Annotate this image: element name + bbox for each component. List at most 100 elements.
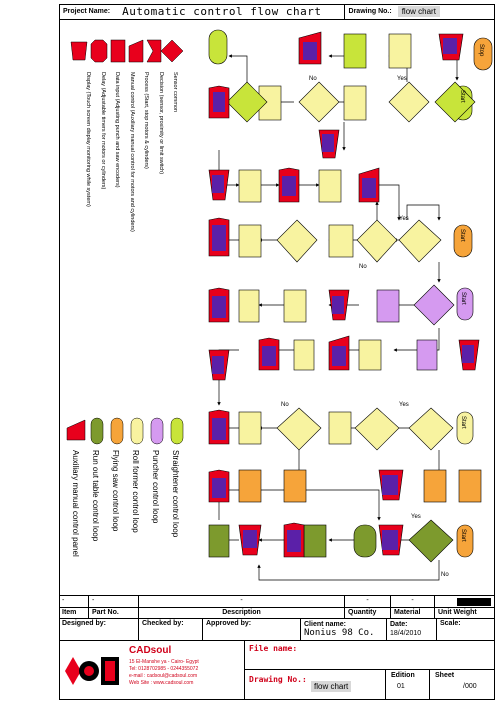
row1-cell-5: - [391,596,435,607]
title-block-row-1: - - - - - [59,595,495,607]
date-value: 18/4/2010 [390,630,422,637]
process-node[interactable] [388,33,412,69]
process-node[interactable] [458,469,482,503]
company-website: Web Site : www.cadsoul.com [129,680,194,686]
process-node[interactable] [283,469,307,503]
no-label: No [359,264,367,270]
loop-label-5: Auxiliary manual control panel [71,450,80,557]
start-label-4: Start [460,416,466,429]
legend-shapes [70,39,184,63]
loop-label-0: Straightener control loop [171,450,180,538]
loop-swatch-roll [130,417,144,445]
date-cell: Date: 18/4/2010 [387,619,437,640]
process-node[interactable] [423,469,447,503]
process-node[interactable] [318,169,342,203]
process-node[interactable] [238,224,262,258]
start-terminal-3[interactable] [456,287,474,321]
legend-label-4: Data input (Adjusting punch and saw enco… [114,72,120,188]
edition-value: 01 [397,683,405,690]
decision-node[interactable] [408,519,454,563]
node-text-blocks [212,38,474,552]
legend-loops [66,417,184,445]
file-name-label: File name: [249,644,298,653]
legend-process-rect [110,39,126,63]
title-block-row-3: Designed by: Checked by: Approved by: Cl… [59,618,495,640]
loop-swatch-runout [90,417,104,445]
company-cell: CADsoul 15 El-Manshe ya - Cairo- Egypt T… [59,641,245,700]
material-header: Material [391,608,435,618]
decision-node[interactable] [408,407,454,451]
process-node[interactable] [343,85,367,121]
decision-node[interactable] [356,219,398,263]
legend-label-3: Manual control (Auxiliary manual control… [129,72,135,232]
process-node[interactable] [283,289,307,323]
decision-node[interactable] [413,284,455,326]
yes-label: Yes [411,514,421,520]
loop-label-1: Puncher control loop [151,450,160,524]
legend-label-6: Display (Touch screen display monitoring… [85,72,91,207]
decision-node[interactable] [398,219,442,263]
decision-node[interactable] [354,407,400,451]
process-node[interactable] [208,524,230,558]
file-info-cell: File name: Drawing No.: flow chart Editi… [245,641,495,700]
loop-swatch-saw [110,417,124,445]
loop-label-2: Roll former control loop [131,450,140,533]
process-node[interactable] [328,411,352,445]
start-label-3: Start [460,292,466,305]
process-node[interactable] [353,524,377,558]
process-node[interactable] [376,289,400,323]
decision-node[interactable] [388,81,430,123]
decision-node[interactable] [434,81,476,123]
scale-label: Scale: [440,620,461,627]
part-header: Part No. [89,608,139,618]
legend-label-2: Process (Start, stop motors & cylinders) [143,72,149,169]
row1-cell-6 [435,596,495,607]
yes-label: Yes [397,76,407,82]
sheet-label: Sheet [435,672,455,679]
sheet-value: /000 [463,683,477,690]
start-label-5: Start [460,529,466,542]
start-terminal-4[interactable] [456,411,474,445]
decision-node[interactable] [226,81,268,123]
process-node[interactable] [343,33,367,69]
page-title: Automatic control flow chart [122,5,322,18]
process-node[interactable] [238,411,262,445]
company-address: 15 El-Manshe ya - Cairo- Egypt [129,659,199,665]
decision-node[interactable] [276,407,322,451]
loop-swatch-puncher [150,417,164,445]
terminal-node[interactable] [208,29,228,65]
start-label-2: Start [459,229,465,242]
row1-cell-1: - [59,596,89,607]
no-label: No [441,572,449,578]
decision-node[interactable] [298,81,340,123]
legend-manual-trapezoid [70,41,88,61]
row1-cell-2: - [89,596,139,607]
loop-swatch-manual [66,419,86,441]
process-node[interactable] [238,289,260,323]
process-node[interactable] [238,469,262,503]
quantity-header: Quantity [345,608,391,618]
process-node[interactable] [293,339,315,371]
legend-decision-diamond [160,39,184,63]
no-label: No [281,402,289,408]
row1-cell-3: - [139,596,345,607]
process-node[interactable] [238,169,262,203]
unit-weight-header: Unit Weight [438,609,477,616]
process-node[interactable] [328,224,354,258]
flowchart-svg: Sensor common Decision (sensor, proximit… [66,29,493,581]
decision-node[interactable] [276,219,318,263]
edition-label: Edition [391,672,415,679]
process-node[interactable] [303,524,327,558]
process-node[interactable] [358,339,382,371]
process-node[interactable] [416,339,438,371]
legend-delay-shape [146,39,162,63]
start-terminal-5[interactable] [456,524,474,558]
title-block-row-2: Item Part No. Description Quantity Mater… [59,607,495,618]
date-label: Date: [390,621,408,628]
company-email: e-mail : cadsoul@cadsoul.com [129,673,198,679]
start-terminal-2[interactable] [453,224,473,258]
drawing-number-label: Drawing No.: [343,3,392,20]
loop-swatch-straightener [170,417,184,445]
stop-terminal[interactable] [473,37,493,71]
no-label: No [309,76,317,82]
